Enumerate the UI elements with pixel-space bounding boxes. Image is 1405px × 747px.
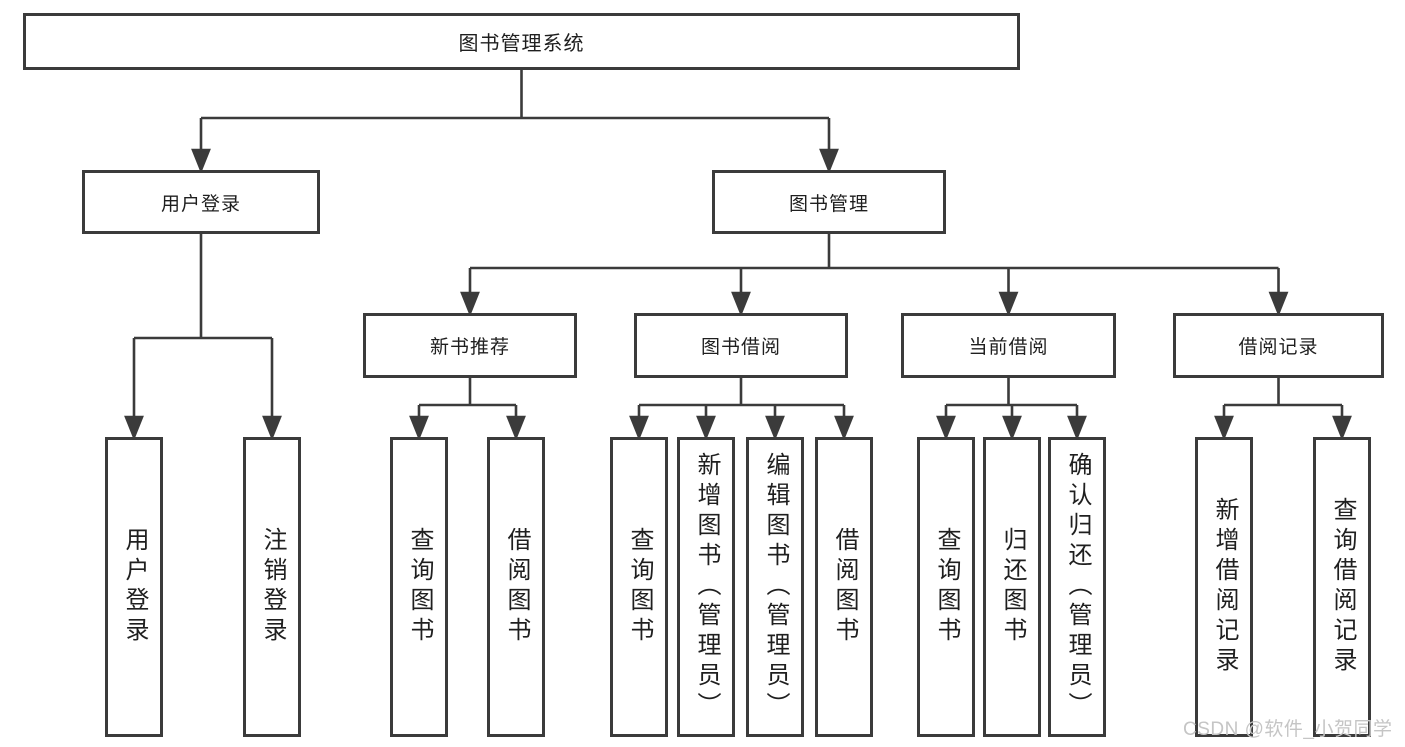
csdn-watermark: CSDN @软件_小贺同学 [1183, 719, 1393, 740]
node-label: 新书推荐 [429, 337, 510, 358]
arrowhead-down-icon [696, 415, 716, 441]
arrowhead-down-icon [731, 291, 751, 317]
connector-book-mgmt-to-level3 [460, 234, 1289, 317]
connector-current-borrow-to-leaves [936, 378, 1087, 441]
arrowhead-down-icon [629, 415, 649, 441]
node-label: 图书借阅 [700, 337, 781, 358]
arrowhead-down-icon [819, 148, 839, 174]
arrowhead-down-icon [409, 415, 429, 441]
node-new-book-recommend: 新书推荐 [363, 313, 577, 378]
arrowhead-down-icon [506, 415, 526, 441]
arrowhead-down-icon [998, 291, 1019, 317]
node-label: 编辑图书（管理员） [762, 452, 789, 722]
leaf-cb-return-books: 归还图书 [983, 437, 1041, 737]
node-label: 新增借阅记录 [1211, 497, 1238, 677]
leaf-bb-query-books: 查询图书 [610, 437, 668, 737]
arrowhead-down-icon [834, 415, 854, 441]
node-book-management: 图书管理 [712, 170, 946, 234]
node-label: 用户登录 [160, 193, 241, 215]
arrowhead-down-icon [262, 415, 282, 441]
arrowhead-down-icon [936, 415, 956, 441]
leaf-bb-edit-books-admin: 编辑图书（管理员） [746, 437, 804, 737]
leaf-nb-query-books: 查询图书 [390, 437, 448, 737]
node-label: 新增图书（管理员） [693, 452, 720, 722]
leaf-br-query-record: 查询借阅记录 [1313, 437, 1371, 737]
node-label: 注销登录 [259, 527, 286, 647]
node-book-borrowing: 图书借阅 [634, 313, 848, 378]
arrowhead-down-icon [1067, 415, 1087, 441]
node-label: 借阅记录 [1238, 337, 1319, 358]
leaf-nb-borrow-books: 借阅图书 [487, 437, 545, 737]
node-label: 归还图书 [999, 527, 1026, 647]
leaf-bb-borrow-books: 借阅图书 [815, 437, 873, 737]
arrowhead-down-icon [1268, 291, 1289, 317]
arrowhead-down-icon [460, 291, 480, 317]
arrowhead-down-icon [765, 415, 785, 441]
node-label: 查询借阅记录 [1329, 497, 1356, 677]
leaf-logout: 注销登录 [243, 437, 301, 737]
leaf-user-login: 用户登录 [105, 437, 163, 737]
node-label: 查询图书 [626, 527, 653, 647]
node-label: 借阅图书 [831, 527, 858, 647]
node-label: 确认归还（管理员） [1064, 452, 1091, 722]
arrowhead-down-icon [1214, 415, 1234, 441]
node-label: 当前借阅 [968, 337, 1049, 358]
node-label: 查询图书 [933, 527, 960, 647]
node-label: 图书管理 [788, 193, 869, 215]
connector-root-to-level2 [191, 70, 839, 174]
leaf-bb-add-books-admin: 新增图书（管理员） [677, 437, 735, 737]
arrowhead-down-icon [124, 415, 144, 441]
node-label: 借阅图书 [503, 527, 530, 647]
arrowhead-down-icon [1332, 415, 1352, 441]
node-borrowing-records: 借阅记录 [1173, 313, 1384, 378]
arrowhead-down-icon [1002, 415, 1022, 441]
node-label: 图书管理系统 [458, 33, 585, 55]
arrowhead-down-icon [191, 148, 211, 174]
node-current-borrowing: 当前借阅 [901, 313, 1116, 378]
node-label: 用户登录 [121, 527, 148, 647]
leaf-br-add-record: 新增借阅记录 [1195, 437, 1253, 737]
connector-user-login-to-leaves [124, 234, 282, 441]
leaf-cb-query-books: 查询图书 [917, 437, 975, 737]
connector-borrow-records-to-leaves [1214, 378, 1352, 441]
connector-new-book-to-leaves [409, 378, 526, 441]
node-user-login: 用户登录 [82, 170, 320, 234]
node-library-system: 图书管理系统 [23, 13, 1020, 70]
connector-book-borrow-to-leaves [629, 378, 854, 441]
node-label: 查询图书 [406, 527, 433, 647]
leaf-cb-confirm-return-admin: 确认归还（管理员） [1048, 437, 1106, 737]
